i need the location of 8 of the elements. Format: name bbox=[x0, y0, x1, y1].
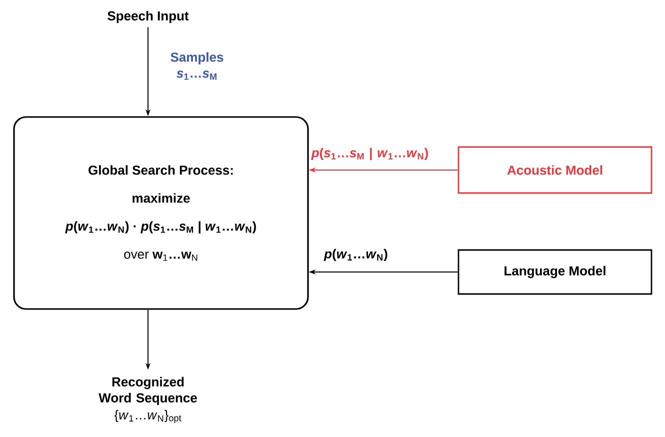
process-box: Global Search Process: maximize p(w$_{1}$…w$_{N}$) · p(s$_{1}$…s$_{M}$ | w$_{1}$…w$_{N}$) over w$_{1}$…w$_{N}$ bbox=[13, 116, 309, 310]
text-label: Speech Input bbox=[108, 10, 189, 24]
edge-label: p(s$_{1}$…s$_{M}$ | w$_{1}$…w$_{N}$) bbox=[311, 148, 428, 160]
model-box: Acoustic Model bbox=[458, 146, 652, 194]
text-label: Recognized Word Sequence {w$_{1}$…w$_{N}$}$_{opt}$ bbox=[98, 376, 197, 424]
edge-label: p(w$_{1}$…w$_{N}$) bbox=[324, 248, 388, 262]
edge-label: Samples s$_{1}$…s$_{M}$ bbox=[170, 52, 224, 80]
model-box: Language Model bbox=[458, 249, 652, 295]
